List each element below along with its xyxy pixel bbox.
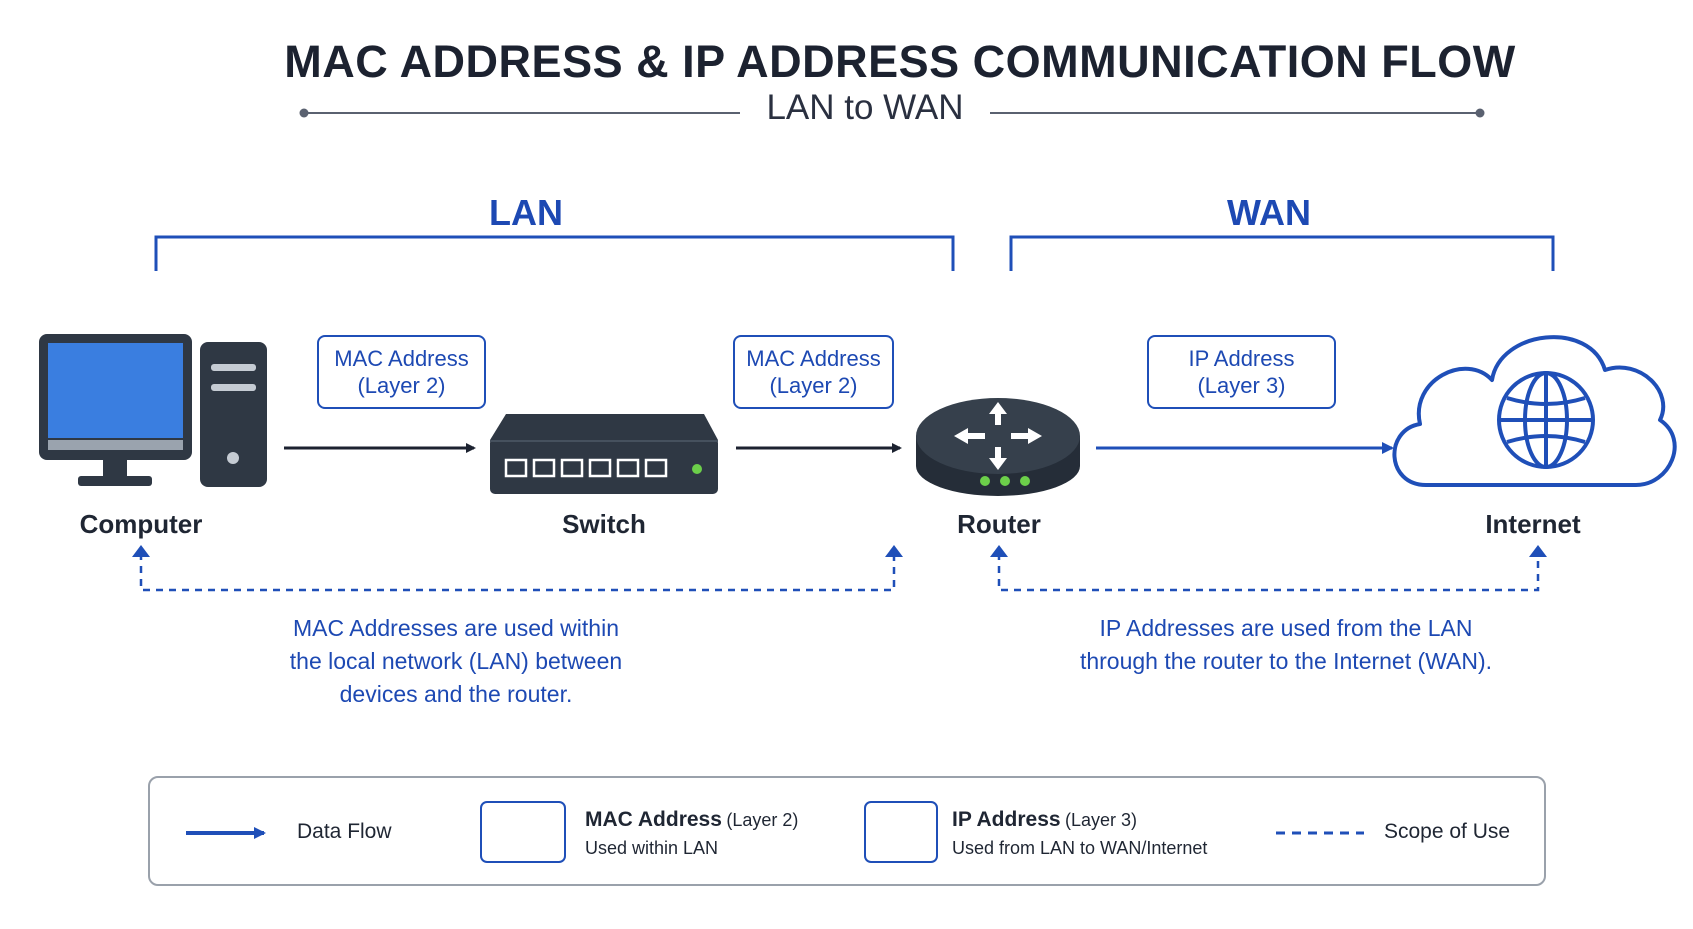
lan-scope-arrowhead-right bbox=[885, 545, 903, 557]
legend-panel bbox=[148, 776, 1546, 886]
wan-scope-note-line-1: IP Addresses are used from the LAN bbox=[1099, 615, 1473, 641]
device-label-internet: Internet bbox=[1485, 509, 1581, 539]
internet-cloud-icon bbox=[1392, 335, 1677, 487]
wan-scope-note: IP Addresses are used from the LAN throu… bbox=[1036, 612, 1536, 678]
wan-bracket bbox=[1009, 235, 1555, 271]
switch-icon bbox=[490, 414, 718, 494]
wan-scope-note-line-2: through the router to the Internet (WAN)… bbox=[1079, 648, 1493, 674]
wan-scope-connector bbox=[997, 553, 1540, 592]
device-label-router: Router bbox=[957, 509, 1041, 539]
legend-mac-layer: (Layer 2) bbox=[726, 810, 799, 830]
legend-mac-title: MAC Address bbox=[585, 808, 722, 831]
mac-address-box-2-layer: (Layer 2) bbox=[769, 373, 858, 398]
lan-scope-note-line-1: MAC Addresses are used within bbox=[293, 615, 619, 641]
lan-scope-connector bbox=[139, 553, 896, 592]
page-title: MAC ADDRESS & IP ADDRESS COMMUNICATION F… bbox=[284, 36, 1516, 87]
legend-ip-heading: IP Address (Layer 3) bbox=[952, 808, 1137, 832]
legend-mac-swatch bbox=[480, 801, 566, 863]
legend-ip-layer: (Layer 3) bbox=[1065, 810, 1138, 830]
page-subtitle: LAN to WAN bbox=[766, 88, 964, 127]
ip-address-box-title: IP Address bbox=[1188, 346, 1295, 371]
lan-scope-note-line-3: devices and the router. bbox=[339, 681, 573, 707]
subtitle-divider bbox=[299, 108, 1485, 118]
ip-address-box-layer: (Layer 3) bbox=[1197, 373, 1286, 398]
legend-ip-swatch bbox=[864, 801, 938, 863]
mac-address-box-1-layer: (Layer 2) bbox=[357, 373, 446, 398]
lan-scope-note-line-2: the local network (LAN) between bbox=[289, 648, 623, 674]
mac-address-box-1-title: MAC Address bbox=[334, 346, 469, 371]
section-label-lan: LAN bbox=[489, 192, 563, 233]
computer-icon bbox=[39, 334, 267, 487]
lan-scope-note: MAC Addresses are used within the local … bbox=[246, 612, 666, 711]
wan-scope-arrowhead-left bbox=[990, 545, 1008, 557]
router-icon bbox=[916, 398, 1080, 496]
legend-ip-description: Used from LAN to WAN/Internet bbox=[952, 838, 1208, 858]
device-label-switch: Switch bbox=[562, 509, 646, 539]
section-label-wan: WAN bbox=[1227, 192, 1311, 233]
legend-data-flow-label: Data Flow bbox=[297, 820, 392, 843]
legend-mac-description: Used within LAN bbox=[585, 838, 719, 858]
legend-scope-label: Scope of Use bbox=[1384, 820, 1511, 843]
mac-address-box-1: MAC Address (Layer 2) bbox=[317, 335, 486, 409]
mac-address-box-2-title: MAC Address bbox=[746, 346, 881, 371]
lan-bracket bbox=[154, 235, 955, 271]
device-label-computer: Computer bbox=[79, 509, 203, 539]
legend-mac-heading: MAC Address (Layer 2) bbox=[585, 808, 798, 832]
mac-address-box-2: MAC Address (Layer 2) bbox=[733, 335, 894, 409]
legend-ip-title: IP Address bbox=[952, 808, 1061, 831]
ip-address-box: IP Address (Layer 3) bbox=[1147, 335, 1336, 409]
wan-scope-arrowhead-right bbox=[1529, 545, 1547, 557]
lan-scope-arrowhead-left bbox=[132, 545, 150, 557]
